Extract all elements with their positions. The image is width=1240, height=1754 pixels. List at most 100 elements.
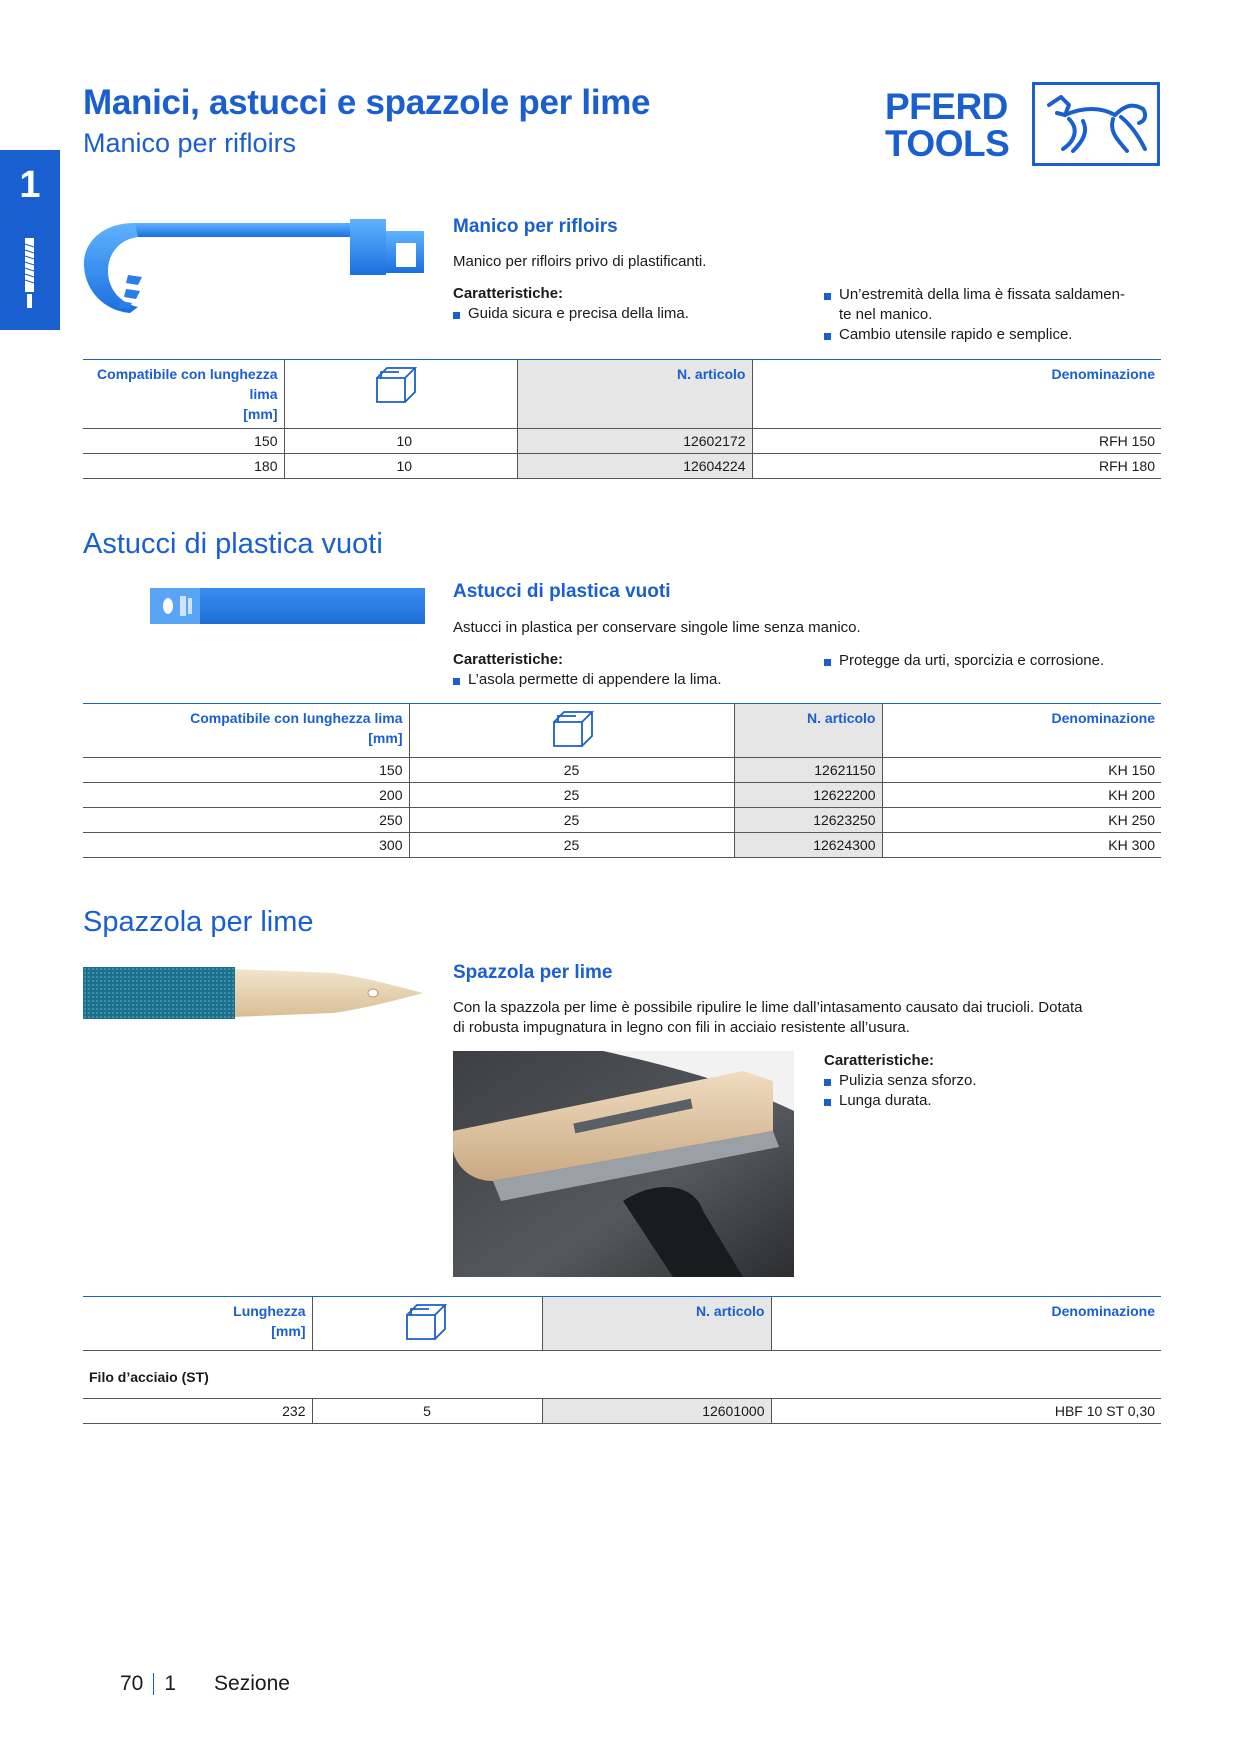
column-header-length: Lunghezza [mm]	[83, 1296, 313, 1351]
cell-name: RFH 150	[752, 428, 1161, 454]
chapter-tab: 1	[0, 150, 60, 330]
header-text: lima	[249, 386, 278, 402]
cell-pack: 25	[409, 807, 735, 833]
page-subtitle: Manico per rifloirs	[83, 128, 297, 158]
file-icon	[24, 238, 35, 308]
footer-section-label: Sezione	[214, 1672, 290, 1695]
chapter-number: 1	[19, 164, 41, 206]
cell-article: 12623250	[734, 807, 883, 833]
plastic-case-image	[150, 588, 425, 624]
cell-name: KH 250	[882, 807, 1161, 833]
feature-item: Pulizia senza sforzo.	[824, 1071, 977, 1091]
description-line: Con la spazzola per lime è possibile rip…	[453, 999, 1083, 1016]
cell-length: 150	[83, 757, 410, 783]
logo-line-1: PFERD	[885, 86, 1008, 127]
cell-pack: 25	[409, 782, 735, 808]
section-title: Spazzola per lime	[83, 906, 314, 938]
header-text: Compatibile con lunghezza	[97, 366, 278, 382]
file-brush-image	[83, 967, 423, 1019]
features-list: Protegge da urti, sporcizia e corrosione…	[824, 651, 1104, 671]
page-footer: 70 1 Sezione	[120, 1672, 290, 1696]
column-header-length: Compatibile con lunghezza lima [mm]	[83, 359, 285, 429]
cell-pack: 10	[284, 453, 518, 479]
column-header-article: N. articolo	[542, 1296, 772, 1351]
column-header-article: N. articolo	[517, 359, 753, 429]
table-header-row: Lunghezza [mm] N. articolo Denominazione	[83, 1296, 1161, 1351]
package-box-icon	[552, 711, 594, 747]
feature-text-continued: te nel manico.	[839, 306, 933, 323]
column-header-pack	[284, 359, 518, 429]
features-label: Caratteristiche:	[453, 651, 564, 668]
logo-line-2: TOOLS	[885, 123, 1010, 164]
cell-name: KH 300	[882, 832, 1161, 858]
column-header-name: Denominazione	[752, 359, 1161, 429]
column-header-pack	[409, 703, 735, 758]
features-list: Pulizia senza sforzo. Lunga durata.	[824, 1071, 977, 1111]
cell-length: 150	[83, 428, 285, 454]
logo-wordmark: PFERD TOOLS	[885, 88, 1025, 162]
page-number: 70	[120, 1672, 144, 1695]
header-text: [mm]	[243, 406, 278, 422]
feature-item: Un’estremità della lima è fissata saldam…	[824, 285, 1164, 325]
description-line: di robusta impugnatura in legno con fili…	[453, 1019, 910, 1036]
cell-length: 180	[83, 453, 285, 479]
header-text: Compatibile con lunghezza lima	[190, 710, 403, 726]
features-list: Un’estremità della lima è fissata saldam…	[824, 285, 1164, 345]
cell-pack: 25	[409, 832, 735, 858]
feature-text: Un’estremità della lima è fissata saldam…	[839, 286, 1125, 303]
cell-pack: 25	[409, 757, 735, 783]
header-text: [mm]	[368, 730, 403, 746]
table-header-row: Compatibile con lunghezza lima [mm] N. a…	[83, 703, 1161, 758]
cell-article: 12624300	[734, 832, 883, 858]
table-row: 150 10 12602172 RFH 150	[83, 428, 1161, 454]
product-table: Compatibile con lunghezza lima [mm] N. a…	[83, 359, 1161, 479]
horse-logo-icon	[1032, 82, 1160, 166]
cell-name: KH 150	[882, 757, 1161, 783]
column-header-length: Compatibile con lunghezza lima [mm]	[83, 703, 410, 758]
cell-name: KH 200	[882, 782, 1161, 808]
table-row: 250 25 12623250 KH 250	[83, 807, 1161, 833]
feature-item: L’asola permette di appendere la lima.	[453, 670, 722, 690]
product-heading: Manico per rifloirs	[453, 216, 618, 237]
product-description: Astucci in plastica per conservare singo…	[453, 619, 861, 636]
cell-pack: 10	[284, 428, 518, 454]
features-list: L’asola permette di appendere la lima.	[453, 670, 722, 690]
cell-article: 12622200	[734, 782, 883, 808]
features-list: Guida sicura e precisa della lima.	[453, 304, 689, 324]
table-row: 180 10 12604224 RFH 180	[83, 453, 1161, 479]
column-header-pack	[312, 1296, 543, 1351]
cell-article: 12604224	[517, 453, 753, 479]
cell-pack: 5	[312, 1398, 543, 1424]
table-row: 232 5 12601000 HBF 10 ST 0,30	[83, 1398, 1161, 1424]
package-box-icon	[375, 367, 417, 403]
brush-in-use-photo	[453, 1051, 794, 1277]
table-group-row: Filo d’acciaio (ST)	[83, 1350, 1161, 1399]
column-header-name: Denominazione	[882, 703, 1161, 758]
rifloir-handle-image	[83, 219, 424, 313]
product-heading: Astucci di plastica vuoti	[453, 581, 671, 602]
header-text: [mm]	[271, 1323, 306, 1339]
table-header-row: Compatibile con lunghezza lima [mm] N. a…	[83, 359, 1161, 429]
product-description: Manico per rifloirs privo di plastifican…	[453, 253, 707, 270]
footer-section-number: 1	[164, 1672, 177, 1695]
product-table: Compatibile con lunghezza lima [mm] N. a…	[83, 703, 1161, 858]
column-header-article: N. articolo	[734, 703, 883, 758]
cell-length: 300	[83, 832, 410, 858]
table-row: 300 25 12624300 KH 300	[83, 832, 1161, 858]
product-description: Con la spazzola per lime è possibile rip…	[453, 998, 1082, 1038]
feature-item: Lunga durata.	[824, 1091, 977, 1111]
features-label: Caratteristiche:	[453, 285, 564, 302]
cell-name: HBF 10 ST 0,30	[771, 1398, 1161, 1424]
table-row: 150 25 12621150 KH 150	[83, 757, 1161, 783]
page-title: Manici, astucci e spazzole per lime	[83, 83, 651, 122]
cell-article: 12621150	[734, 757, 883, 783]
package-box-icon	[405, 1304, 447, 1340]
table-row: 200 25 12622200 KH 200	[83, 782, 1161, 808]
cell-article: 12601000	[542, 1398, 772, 1424]
features-label: Caratteristiche:	[824, 1052, 935, 1069]
group-label: Filo d’acciaio (ST)	[83, 1350, 1161, 1399]
footer-divider	[153, 1673, 155, 1696]
cell-length: 232	[83, 1398, 313, 1424]
feature-item: Cambio utensile rapido e semplice.	[824, 325, 1164, 345]
cell-article: 12602172	[517, 428, 753, 454]
